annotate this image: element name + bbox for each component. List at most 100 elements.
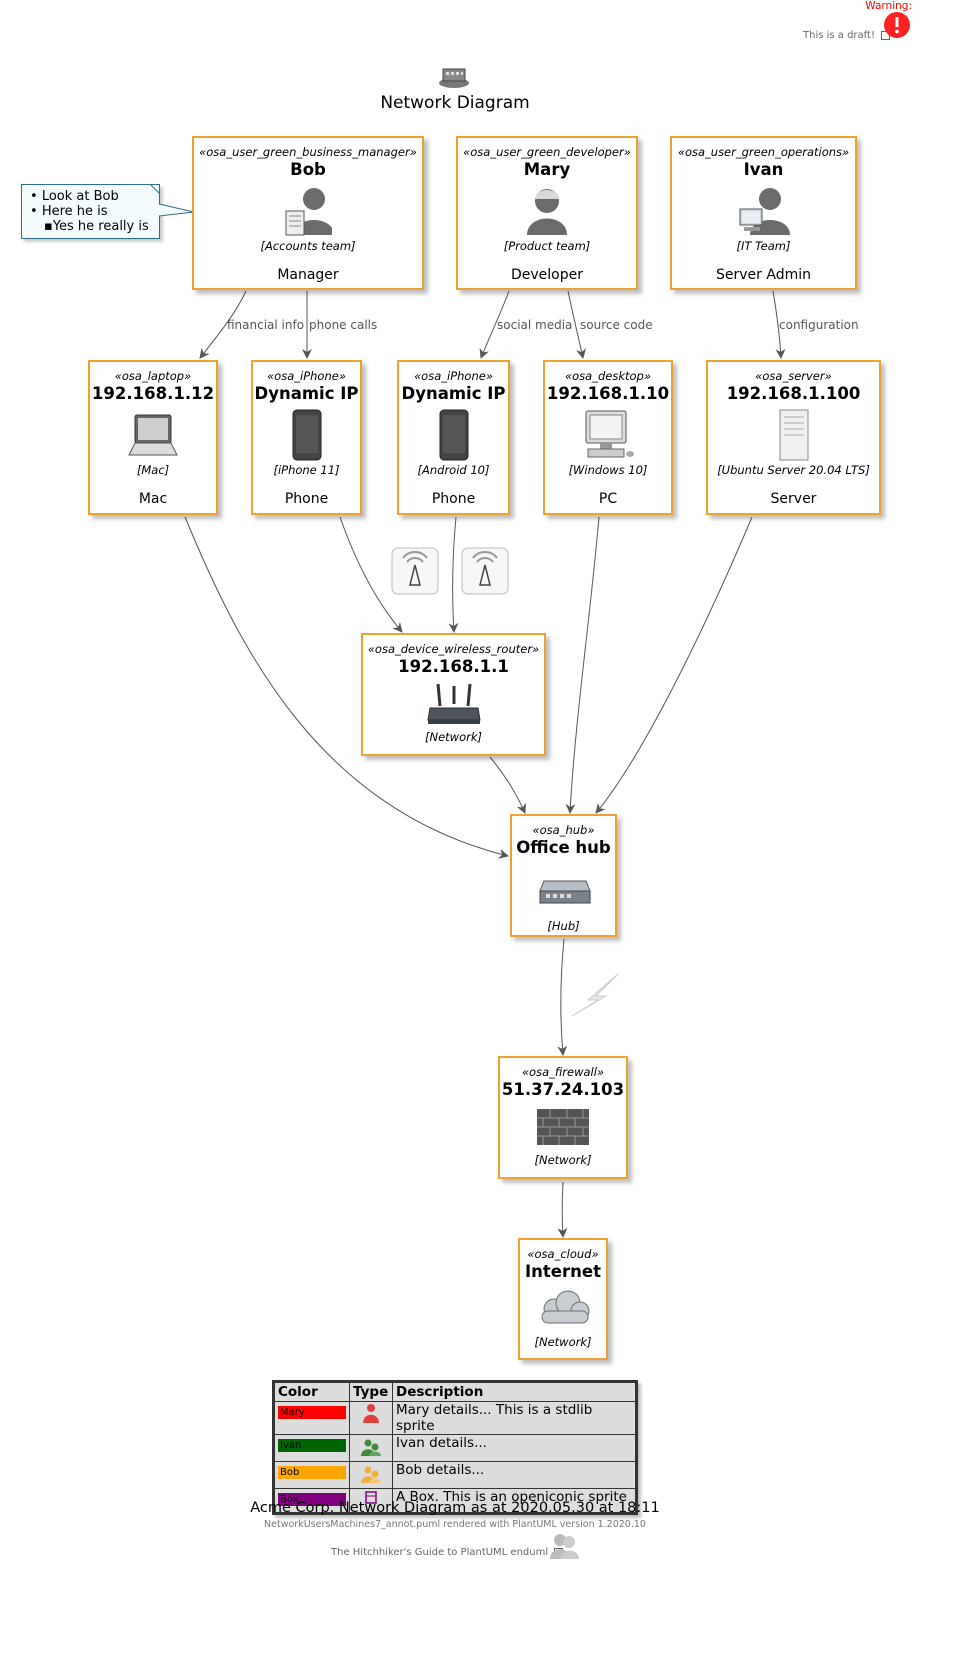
node-name: 192.168.1.1: [398, 657, 509, 676]
description-label: Manager: [277, 267, 339, 283]
edge-bob-mac: [199, 290, 247, 359]
office-hub-node[interactable]: «osa_hub» Office hub [Hub]: [510, 814, 617, 937]
note-line-1: Look at Bob: [41, 189, 119, 204]
wifi-antenna-icon: [461, 547, 509, 595]
cloud-icon: [541, 1290, 590, 1324]
developer-user-icon: [527, 189, 567, 235]
edge-label-phone-calls: phone calls: [309, 318, 378, 332]
node-name: Dynamic IP: [401, 384, 506, 403]
technology-label: [Product team]: [503, 239, 591, 253]
color-swatch: Ivan: [278, 1439, 346, 1452]
legend-header-description: Description: [392, 1382, 636, 1402]
internet-cloud-node[interactable]: «osa_cloud» Internet [Network]: [518, 1238, 608, 1360]
footer-text: The Hitchhiker's Guide to PlantUML endum…: [331, 1547, 549, 1558]
description-label: PC: [598, 491, 618, 507]
rendered-with-note: NetworkUsersMachines7_annot.puml rendere…: [264, 1519, 646, 1530]
node-name: 192.168.1.12: [91, 384, 215, 403]
edge-android-router: [448, 516, 459, 633]
note-bob: • Look at Bob • Here he is ▪Yes he reall…: [21, 184, 160, 239]
device-server[interactable]: «osa_server» 192.168.1.100 [Ubuntu Serve…: [706, 360, 881, 515]
box-icon: [365, 1491, 377, 1504]
node-name: Bob: [290, 160, 326, 179]
edge-firewall-cloud: [557, 1181, 568, 1238]
edge-iphone-router: [339, 516, 403, 633]
technology-label: [Ubuntu Server 20.04 LTS]: [717, 463, 870, 477]
technology-label: [Network]: [534, 1335, 592, 1349]
technology-label: [iPhone 11]: [273, 463, 340, 477]
technology-label: [Hub]: [547, 919, 580, 933]
hub-icon: [538, 880, 591, 904]
person-red-icon: [363, 1404, 379, 1423]
edge-mac-hub: [184, 516, 509, 859]
device-mac[interactable]: «osa_laptop» 192.168.1.12 [Mac] Mac: [88, 360, 218, 515]
edge-hub-firewall: [557, 938, 568, 1056]
node-name: Internet: [525, 1262, 601, 1281]
user-bob[interactable]: «osa_user_green_business_manager» Bob [A…: [192, 136, 424, 290]
draft-label: This is a draft!: [803, 30, 875, 41]
stereotype-label: «osa_iPhone»: [267, 369, 346, 383]
firewall-icon: [537, 1109, 589, 1145]
color-swatch: Bob: [278, 1466, 346, 1479]
edge-mary-pc: [567, 290, 586, 359]
node-name: 51.37.24.103: [501, 1080, 625, 1099]
node-name: Dynamic IP: [254, 384, 359, 403]
firewall-node[interactable]: «osa_firewall» 51.37.24.103 [Network]: [498, 1056, 628, 1179]
legend-row: Mary Mary details... This is a stdlib sp…: [274, 1401, 636, 1435]
legend-description: A Box. This is an openiconic sprite: [392, 1488, 636, 1513]
people-green-icon: [361, 1439, 381, 1456]
technology-label: [Mac]: [136, 463, 170, 477]
legend-table: Color Type Description Mary Mary details…: [272, 1380, 638, 1515]
stereotype-label: «osa_iPhone»: [414, 369, 493, 383]
description-label: Phone: [284, 491, 329, 507]
user-ivan[interactable]: «osa_user_green_operations» Ivan [IT Tea…: [670, 136, 857, 290]
technology-label: [IT Team]: [736, 239, 791, 253]
node-name: 192.168.1.10: [546, 384, 670, 403]
warning-icon: [884, 12, 910, 38]
stereotype-label: «osa_user_green_developer»: [463, 145, 631, 159]
legend-row: Ivan Ivan details...: [274, 1434, 636, 1462]
node-name: Office hub: [516, 838, 611, 857]
device-iphone[interactable]: «osa_iPhone» Dynamic IP [iPhone 11] Phon…: [251, 360, 362, 515]
people-orange-icon: [361, 1466, 381, 1483]
wifi-antenna-icon: [391, 547, 439, 595]
legend-description: Ivan details...: [392, 1434, 636, 1462]
laptop-icon: [128, 414, 178, 456]
server-icon: [779, 409, 808, 461]
description-label: Developer: [510, 267, 583, 283]
note-line-2: Here he is: [41, 204, 108, 219]
legend-row: Box A Box. This is an openiconic sprite: [274, 1488, 636, 1513]
description-label: Phone: [431, 491, 476, 507]
legend-description: Bob details...: [392, 1461, 636, 1489]
node-name: Mary: [523, 160, 571, 179]
edge-ivan-server: [772, 290, 786, 359]
wireless-router-node[interactable]: «osa_device_wireless_router» 192.168.1.1…: [361, 633, 546, 756]
edge-router-hub: [489, 756, 526, 814]
stereotype-label: «osa_device_wireless_router»: [367, 642, 540, 656]
legend-description: Mary details... This is a stdlib sprite: [392, 1401, 636, 1435]
stereotype-label: «osa_desktop»: [565, 369, 651, 383]
color-swatch: Mary: [278, 1406, 346, 1419]
device-android[interactable]: «osa_iPhone» Dynamic IP [Android 10] Pho…: [397, 360, 510, 515]
phone-icon: [292, 409, 321, 461]
business-manager-user-icon: [285, 188, 332, 236]
diagram-caption: Acme Corp. Network Diagram as at 2020.05…: [250, 1500, 660, 1516]
desktop-icon: [585, 410, 634, 458]
technology-label: [Windows 10]: [568, 463, 648, 477]
technology-label: [Network]: [534, 1153, 592, 1167]
legend-row: Bob Bob details...: [274, 1461, 636, 1489]
stereotype-label: «osa_firewall»: [521, 1065, 605, 1079]
edge-label-financial-info: financial info: [227, 318, 305, 332]
wireless-router-icon: [426, 683, 481, 724]
description-label: Server Admin: [716, 267, 811, 283]
user-mary[interactable]: «osa_user_green_developer» Mary [Product…: [456, 136, 638, 290]
operations-user-icon: [739, 188, 790, 235]
description-label: Server: [770, 491, 817, 507]
stereotype-label: «osa_laptop»: [114, 369, 192, 383]
note-line-3: Yes he really is: [52, 219, 149, 234]
device-pc[interactable]: «osa_desktop» 192.168.1.10 [Windows 10] …: [543, 360, 673, 515]
color-swatch: Box: [278, 1493, 346, 1506]
phone-icon: [439, 409, 468, 461]
stereotype-label: «osa_server»: [755, 369, 832, 383]
technology-label: [Android 10]: [417, 463, 490, 477]
